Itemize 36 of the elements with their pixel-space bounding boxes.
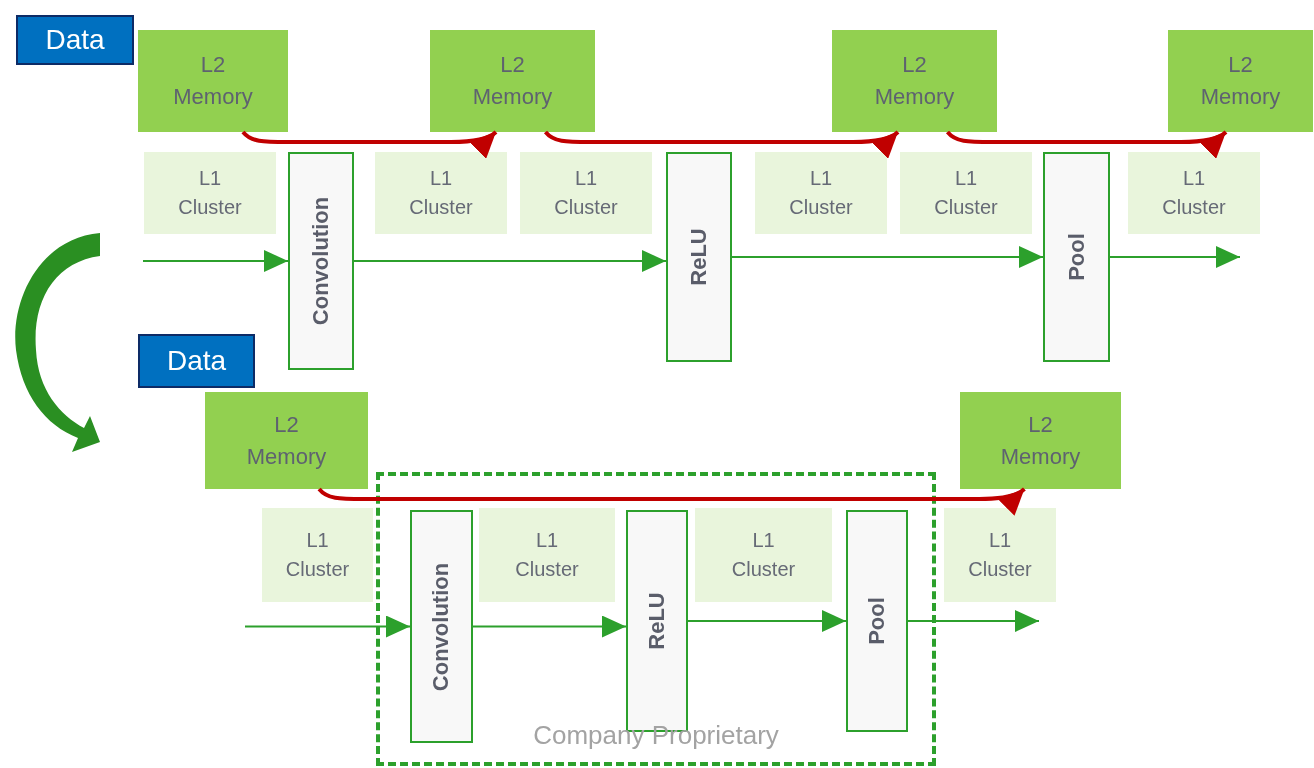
memory-box: L2 Memory <box>1168 30 1313 132</box>
arrow <box>544 130 900 159</box>
cluster-box: L1 Cluster <box>755 152 887 234</box>
arrow <box>731 246 1044 268</box>
layer-box: Pool <box>1043 152 1110 362</box>
cluster-box: L1 Cluster <box>479 508 615 602</box>
arrow <box>687 610 847 632</box>
cluster-box: L1 Cluster <box>520 152 652 234</box>
cluster-box: L1 Cluster <box>900 152 1032 234</box>
memory-box: L2 Memory <box>960 392 1121 489</box>
cluster-box: L1 Cluster <box>695 508 832 602</box>
arrow <box>1109 246 1241 268</box>
layer-box: Pool <box>846 510 908 732</box>
arrow <box>244 615 411 638</box>
memory-box: L2 Memory <box>832 30 997 132</box>
arrow <box>353 250 667 272</box>
cluster-box: L1 Cluster <box>944 508 1056 602</box>
layer-box: Convolution <box>410 510 473 743</box>
layer-box: Convolution <box>288 152 354 370</box>
proprietary-region <box>376 472 936 766</box>
arrow <box>142 250 289 272</box>
data-tag: Data <box>138 334 255 388</box>
cluster-box: L1 Cluster <box>1128 152 1260 234</box>
arrow <box>241 130 498 159</box>
arrow <box>946 130 1228 159</box>
memory-box: L2 Memory <box>205 392 368 489</box>
memory-box: L2 Memory <box>430 30 595 132</box>
arrow <box>317 487 1026 516</box>
data-tag: Data <box>16 15 134 65</box>
cluster-box: L1 Cluster <box>375 152 507 234</box>
arrow <box>472 615 627 638</box>
memory-box: L2 Memory <box>138 30 288 132</box>
arrow <box>907 610 1040 632</box>
cluster-box: L1 Cluster <box>262 508 373 602</box>
layer-box: ReLU <box>666 152 732 362</box>
cluster-box: L1 Cluster <box>144 152 276 234</box>
